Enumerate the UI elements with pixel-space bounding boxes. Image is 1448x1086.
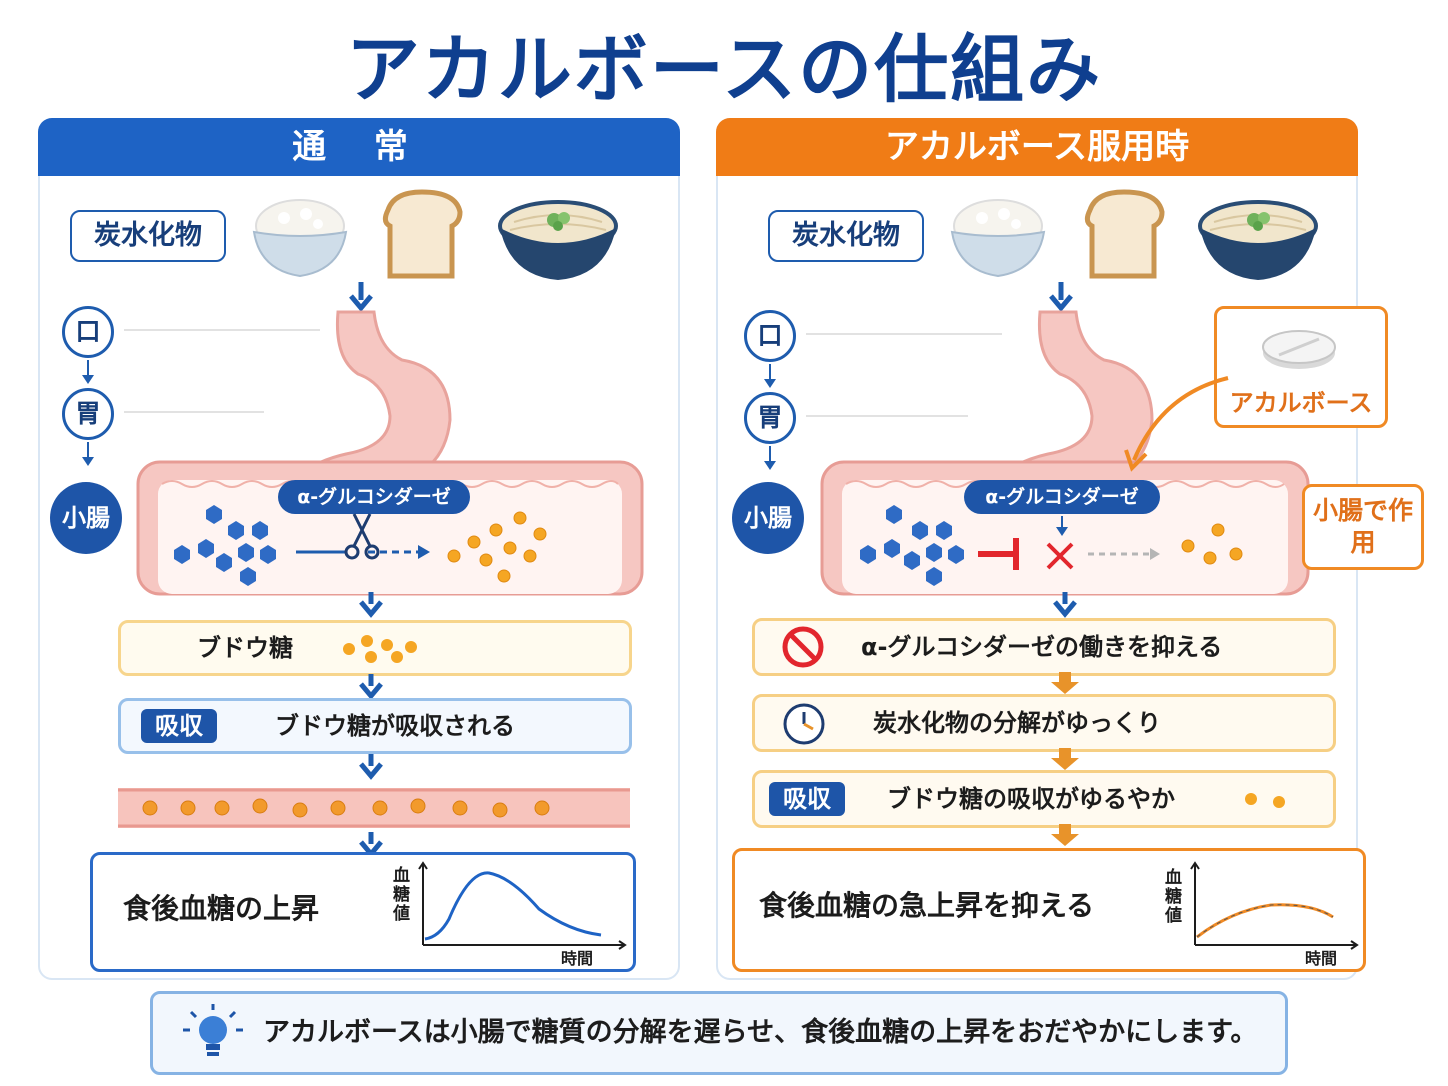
mouth-step: 口 — [744, 310, 796, 362]
glucose-label: ブドウ糖 — [197, 634, 293, 662]
prohibited-icon — [782, 626, 824, 668]
food-down-arrow-icon — [1049, 282, 1073, 312]
noodle-bowl-icon — [498, 200, 618, 280]
down-arrow-icon — [359, 592, 383, 618]
enzyme-label: α-グルコシダーゼ — [964, 480, 1160, 514]
glucose-dots-icon — [1245, 793, 1285, 808]
glucose-molecules — [447, 511, 547, 583]
carb-label: 炭水化物 — [768, 210, 924, 262]
step-arrow-icon — [764, 364, 776, 388]
intestine-step: 小腸 — [732, 482, 804, 554]
enzyme-label: α-グルコシダーゼ — [278, 480, 470, 514]
acarbose-result-text: 食後血糖の急上昇を抑える — [759, 889, 1095, 922]
rice-bowl-icon — [950, 199, 1046, 278]
rice-bowl-icon — [252, 199, 348, 278]
enzyme-cleave-arrow-icon — [296, 545, 430, 559]
blood-glucose-spike-graph — [418, 861, 627, 950]
intestine-step: 小腸 — [50, 482, 122, 554]
mouth-step: 口 — [62, 306, 114, 358]
clock-icon — [783, 703, 825, 745]
enzyme-down-arrow-icon — [1056, 516, 1068, 536]
absorption-tag: 吸収 — [769, 782, 845, 816]
blood-glucose-gentle-graph — [1190, 861, 1359, 950]
normal-panel-header: 通 常 — [38, 118, 680, 176]
acarbose-panel: アカルボース服用時 炭水化物 口 胃 小腸 アカルボース — [716, 118, 1424, 980]
inhibit-x-icon — [1046, 542, 1074, 570]
down-arrow-orange-icon — [1051, 824, 1079, 846]
blood-vessel-illustration — [118, 788, 630, 828]
effect-box-absorb: 吸収 ブドウ糖の吸収がゆるやか — [752, 770, 1336, 828]
down-arrow-orange-icon — [1051, 748, 1079, 770]
bread-icon — [1084, 189, 1165, 279]
step-arrow-icon — [82, 360, 94, 384]
graph-y-label: 血糖値 — [1165, 868, 1182, 926]
normal-panel: 通 常 炭水化物 口 胃 小腸 α-グルコシダーゼ — [38, 118, 680, 980]
stomach-step: 胃 — [744, 392, 796, 444]
stomach-guide-line — [806, 415, 968, 417]
acarbose-drug-label: アカルボース — [1229, 389, 1373, 417]
normal-result-text: 食後血糖の上昇 — [123, 892, 320, 925]
down-arrow-icon — [359, 754, 383, 780]
glucose-dots-icon — [343, 635, 417, 663]
acarbose-panel-header: アカルボース服用時 — [716, 118, 1358, 176]
glucose-molecules — [1181, 523, 1243, 565]
absorption-tag: 吸収 — [141, 709, 217, 743]
graph-x-label: 時間 — [561, 949, 594, 968]
absorption-box: 吸収 ブドウ糖が吸収される — [118, 698, 632, 754]
acarbose-result-box: 食後血糖の急上昇を抑える 血糖値 時間 — [732, 848, 1366, 972]
mouth-guide-line — [806, 333, 1002, 335]
digestive-tract-illustration — [136, 310, 644, 596]
down-arrow-icon — [359, 674, 383, 700]
site-of-action-label: 小腸で作用 — [1302, 484, 1424, 570]
step-arrow-icon — [764, 446, 776, 470]
stomach-guide-line — [124, 411, 264, 413]
acarbose-drug-box: アカルボース — [1214, 306, 1388, 428]
graph-x-label: 時間 — [1305, 949, 1338, 968]
slow-dashed-arrow-icon — [1088, 548, 1160, 560]
carb-label: 炭水化物 — [70, 210, 226, 262]
normal-result-box: 食後血糖の上昇 血糖値 時間 — [90, 852, 636, 972]
absorption-text: ブドウ糖が吸収される — [275, 712, 515, 740]
effect-box-inhibit: α-グルコシダーゼの働きを抑える — [752, 618, 1336, 676]
scissors-icon — [344, 513, 380, 560]
effect-slow-text: 炭水化物の分解がゆっくり — [873, 709, 1161, 737]
down-arrow-icon — [1053, 592, 1077, 618]
lightbulb-icon — [183, 1004, 243, 1056]
glucose-box: ブドウ糖 — [118, 620, 632, 676]
pill-tablet-icon — [1262, 330, 1336, 369]
carbohydrate-molecules — [860, 505, 964, 586]
summary-text: アカルボースは小腸で糖質の分解を遅らせ、食後血糖の上昇をおだやかにします。 — [263, 1017, 1258, 1048]
page-title: アカルボースの仕組み — [345, 27, 1103, 113]
step-arrow-icon — [82, 442, 94, 466]
graph-y-label: 血糖値 — [393, 866, 410, 924]
block-symbol-icon — [978, 538, 1019, 570]
stomach-step: 胃 — [62, 388, 114, 440]
effect-absorb-text: ブドウ糖の吸収がゆるやか — [887, 785, 1175, 813]
bread-icon — [382, 189, 463, 279]
effect-inhibit-text: α-グルコシダーゼの働きを抑える — [861, 633, 1223, 661]
food-down-arrow-icon — [349, 282, 373, 312]
effect-box-slow: 炭水化物の分解がゆっくり — [752, 694, 1336, 752]
drug-action-arrow-icon — [1124, 376, 1229, 472]
noodle-bowl-icon — [1198, 200, 1318, 280]
mouth-guide-line — [124, 329, 320, 331]
down-arrow-orange-icon — [1051, 672, 1079, 694]
summary-footer: アカルボースは小腸で糖質の分解を遅らせ、食後血糖の上昇をおだやかにします。 — [150, 991, 1288, 1075]
carbohydrate-molecules — [174, 505, 276, 586]
